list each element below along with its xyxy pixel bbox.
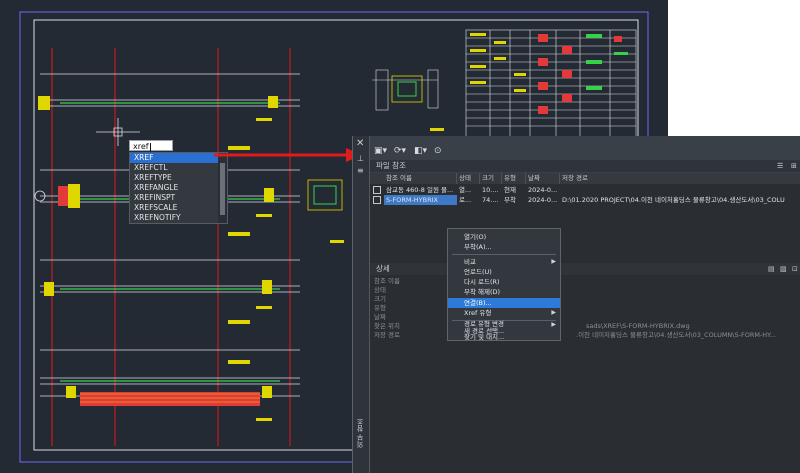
details-icon[interactable]: ▤	[768, 265, 775, 273]
row-date: 2024-0...	[528, 196, 558, 204]
command-input[interactable]: xref	[129, 140, 173, 151]
autocomplete-scroll-thumb[interactable]	[220, 163, 225, 215]
autocomplete-item-xrefctl[interactable]: XREFCTL	[134, 163, 168, 172]
row-size: 74....	[482, 196, 499, 204]
preview-icon[interactable]: ▨	[780, 265, 787, 273]
detail-row: 저장 경로.이천 네이처홀딩스 물류창고\04.생산도서\03_COLUMN\S…	[374, 331, 777, 339]
close-icon[interactable]: ✕	[356, 138, 365, 149]
autocomplete-list[interactable]: XREF XREFCTL XREFTYPE XREFANGLE XREFINSP…	[129, 152, 228, 224]
file-references-header[interactable]: 파일 참조 ☰ ⊞	[370, 160, 800, 172]
file-references-title: 파일 참조	[376, 161, 406, 170]
attach-dwg-icon[interactable]: ▣▾	[374, 146, 388, 156]
red-arrow-annotation	[214, 148, 362, 162]
menu-item-find-replace[interactable]: 찾기 및 대치...	[464, 333, 505, 341]
autocomplete-item-xrefnotify[interactable]: XREFNOTIFY	[134, 213, 181, 222]
submenu-arrow-icon: ▶	[551, 258, 556, 265]
menu-item-bind[interactable]: 연결(B)...	[448, 298, 560, 308]
properties-icon[interactable]: ≡	[357, 166, 364, 175]
xref-context-menu[interactable]: 열기(O) 부착(A)... 비교▶ 언로드(U) 다시 로드(R) 부착 해제…	[447, 228, 561, 341]
menu-item-compare[interactable]: 비교▶	[464, 258, 556, 266]
change-path-icon[interactable]: ◧▾	[414, 146, 428, 156]
tree-view-icon[interactable]: ⊞	[791, 162, 797, 170]
row-name: S-FORM-HYBRIX	[384, 195, 457, 205]
column-saved-path[interactable]: 저장 경로	[562, 174, 588, 182]
row-type: 부착	[504, 196, 516, 204]
column-type[interactable]: 유형	[502, 173, 526, 184]
menu-item-open[interactable]: 열기(O)	[464, 233, 487, 241]
command-text: xref	[133, 142, 149, 151]
autocomplete-item-xreftype[interactable]: XREFTYPE	[134, 173, 172, 182]
row-name: 삼교동 460-8 일원 물...	[386, 186, 454, 194]
menu-item-reload[interactable]: 다시 로드(R)	[464, 278, 500, 286]
autocomplete-scrollbar[interactable]	[218, 153, 227, 223]
column-size[interactable]: 크기	[480, 173, 502, 184]
drawing-file-icon	[373, 186, 381, 194]
menu-item-change-path-type[interactable]: 경로 유형 변경▶	[464, 320, 556, 329]
palette-toolbar: ▣▾ ⟳▾ ◧▾ ⊙	[370, 144, 800, 160]
autocomplete-item-xref[interactable]: XREF	[130, 153, 227, 163]
column-ref-name[interactable]: 참조 이름	[370, 173, 457, 184]
table-row[interactable]: 삼교동 460-8 일원 물... 열... 10.... 현재 2024-0.…	[370, 185, 800, 195]
row-size: 10....	[482, 186, 499, 194]
column-status[interactable]: 상태	[457, 173, 480, 184]
row-type: 현재	[504, 186, 516, 194]
menu-separator	[452, 254, 556, 255]
menu-item-unload[interactable]: 언로드(U)	[464, 268, 492, 276]
external-references-palette[interactable]: ✕ ⊥ ≡ 외부 참조 ▣▾ ⟳▾ ◧▾ ⊙ 파일 참조 ☰ ⊞ 참조 이름 상…	[352, 136, 800, 473]
text-cursor	[149, 142, 151, 151]
help-icon[interactable]: ⊙	[434, 146, 442, 156]
list-view-icon[interactable]: ☰	[777, 162, 784, 170]
submenu-arrow-icon: ▶	[551, 321, 556, 328]
row-status: 로...	[459, 196, 472, 204]
menu-item-select-new-path[interactable]: 새 경로 선택...	[464, 327, 505, 335]
autocomplete-item-xrefangle[interactable]: XREFANGLE	[134, 183, 179, 192]
xref-file-icon	[373, 196, 381, 204]
table-row-selected[interactable]: S-FORM-HYBRIX 로... 74.... 부착 2024-0... D…	[370, 195, 800, 205]
menu-item-detach[interactable]: 부착 해제(D)	[464, 288, 501, 296]
pin-icon[interactable]: ⊥	[357, 154, 364, 163]
autocomplete-item-xrefinspt[interactable]: XREFINSPT	[134, 193, 176, 202]
submenu-arrow-icon: ▶	[551, 309, 556, 316]
cad-drawing	[19, 11, 649, 463]
column-date[interactable]: 날짜	[526, 173, 560, 184]
autocomplete-item-xrefscale[interactable]: XREFSCALE	[134, 203, 178, 212]
menu-separator	[452, 320, 556, 321]
row-path	[560, 185, 800, 195]
palette-title: 외부 참조	[356, 418, 364, 449]
menu-item-attach[interactable]: 부착(A)...	[464, 243, 492, 251]
row-path: D:\01.2020 PROJECT\04.이천 네이처홀딩스 물류창고\04.…	[562, 196, 785, 204]
palette-title-strip[interactable]: ✕ ⊥ ≡ 외부 참조	[353, 136, 370, 473]
details-header[interactable]: 상세 ▤ ▨ ⊡	[370, 263, 800, 275]
row-date: 2024-0...	[528, 186, 558, 194]
table-header: 참조 이름 상태 크기 유형 날짜 저장 경로	[370, 173, 800, 184]
refresh-icon[interactable]: ⟳▾	[394, 146, 407, 156]
details-title: 상세	[376, 264, 390, 273]
row-status: 열...	[459, 186, 472, 194]
menu-item-xref-type[interactable]: Xref 유형▶	[464, 309, 556, 317]
collapse-icon[interactable]: ⊡	[792, 265, 798, 273]
